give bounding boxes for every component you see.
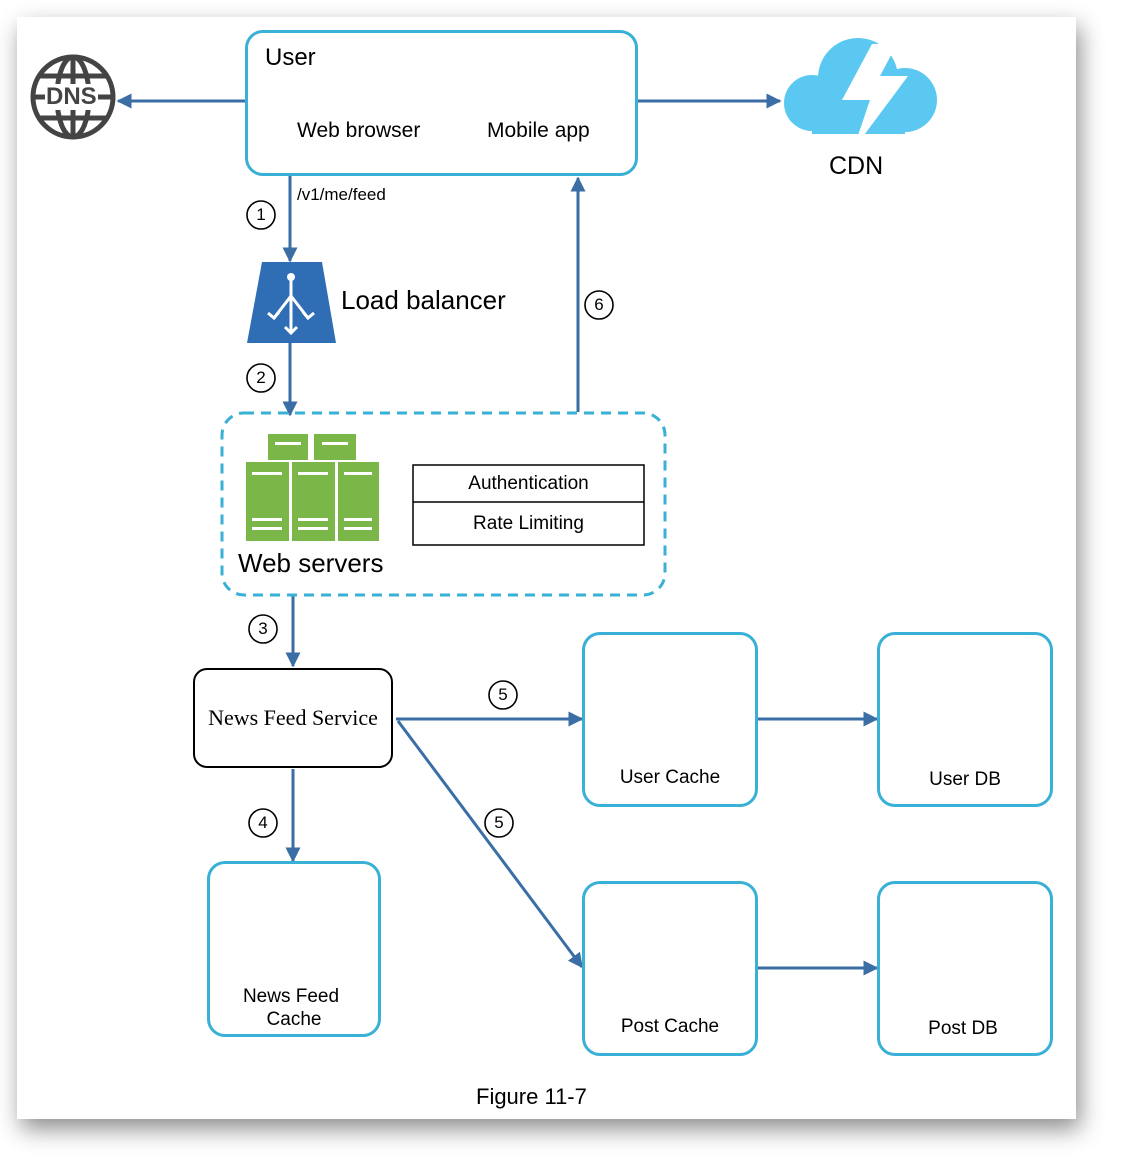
arrow-nfs-to-postcache <box>396 720 584 969</box>
cache-word: CACHE <box>638 921 675 939</box>
arrows <box>116 93 879 976</box>
web-browser-label: Web browser <box>297 119 421 142</box>
news-feed-cache-label-line2: Cache <box>266 1009 322 1030</box>
cache-word: CACHE <box>674 946 711 964</box>
cache-word: CACHE <box>638 672 675 690</box>
cache-word: CACHE <box>609 897 646 915</box>
cdn-label: CDN <box>829 152 884 180</box>
request-path-label: /v1/me/feed <box>297 185 386 204</box>
cdn-cloud-icon <box>784 38 937 150</box>
step-5b-number: 5 <box>494 813 504 832</box>
server-rack-icon <box>246 434 379 541</box>
step-5b-circle <box>484 808 514 838</box>
cache-word: CACHE <box>272 900 309 918</box>
post-cache-label: Post Cache <box>620 1016 720 1037</box>
cache-word: CACHE <box>674 697 711 715</box>
step-2-circle <box>246 363 276 393</box>
web-servers-container <box>220 411 667 597</box>
user-box <box>245 30 638 176</box>
web-servers-label: Web servers <box>238 548 384 578</box>
step-5a-circle <box>488 680 518 710</box>
figure-caption: Figure 11-7 <box>476 1084 587 1109</box>
user-cache-label: User Cache <box>619 767 721 788</box>
step-4-circle <box>248 808 278 838</box>
user-db-box <box>877 632 1053 807</box>
cache-word: CACHE <box>243 874 280 892</box>
step-5a-number: 5 <box>498 685 508 704</box>
rate-limiting-label: Rate Limiting <box>473 513 584 534</box>
cache-word: CACHE <box>308 926 345 944</box>
step-3-circle <box>248 614 278 644</box>
user-db-label: User DB <box>929 769 1001 790</box>
mobile-app-label: Mobile app <box>487 119 590 142</box>
load-balancer-icon <box>247 262 336 343</box>
step-3-number: 3 <box>258 619 268 638</box>
step-1-number: 1 <box>256 205 266 224</box>
user-cache-box <box>582 632 758 807</box>
dns-label: DNS <box>45 83 98 110</box>
middleware-table <box>412 464 645 546</box>
post-cache-box <box>582 881 758 1056</box>
news-feed-service-label: News Feed Service <box>208 705 378 730</box>
news-feed-cache-label-line1: News Feed <box>242 986 340 1007</box>
news-feed-cache-box <box>207 861 381 1037</box>
user-title: User <box>265 44 316 71</box>
step-1-circle <box>246 200 276 230</box>
step-6-number: 6 <box>594 295 604 314</box>
authentication-label: Authentication <box>468 473 589 494</box>
post-db-label: Post DB <box>928 1018 998 1039</box>
cache-word: CACHE <box>609 648 646 666</box>
news-feed-service-box <box>193 668 393 768</box>
step-6-circle <box>584 290 614 320</box>
load-balancer-label: Load balancer <box>341 285 506 315</box>
step-4-number: 4 <box>258 813 268 832</box>
step-2-number: 2 <box>256 368 266 387</box>
post-db-box <box>877 881 1053 1056</box>
